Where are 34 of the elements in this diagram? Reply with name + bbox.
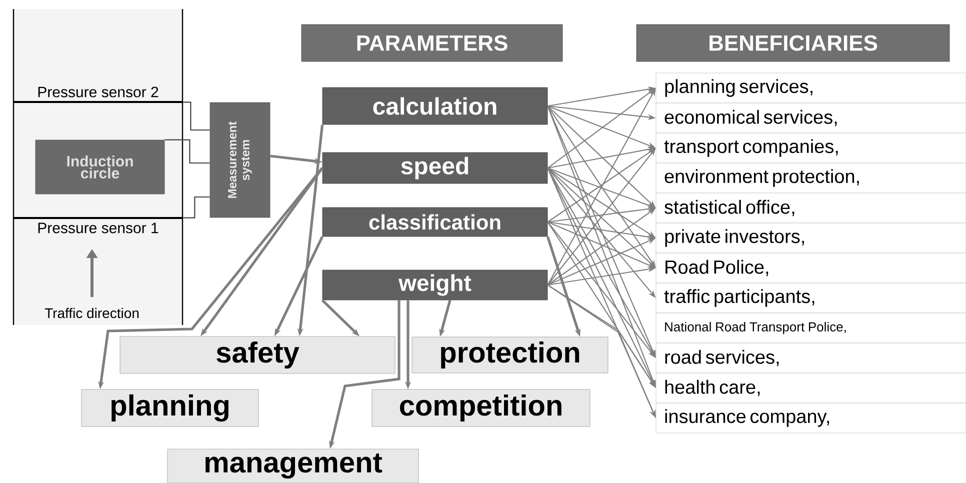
wire [182, 196, 210, 218]
measurement-box: Measurement system [210, 102, 270, 218]
parameter-box: speed [322, 152, 548, 184]
parameter-box: classification [322, 207, 548, 237]
beneficiary-row: road services, [656, 342, 966, 374]
sensor-label: Pressure sensor 2 [38, 86, 158, 98]
beneficiary-row: health care, [656, 372, 966, 404]
outcome-box: protection [412, 336, 608, 374]
outcome-box: planning [81, 389, 259, 427]
outcome-box: management [167, 448, 419, 483]
sensor-label: Pressure sensor 1 [38, 222, 158, 234]
header-box: PARAMETERS [301, 24, 563, 62]
beneficiary-row: Road Police, [656, 252, 966, 284]
induction-loop-box: Induction circle [35, 140, 165, 194]
beneficiary-row: private investors, [656, 222, 966, 254]
parameter-box: calculation [322, 87, 548, 125]
beneficiary-row: traffic participants, [656, 282, 966, 314]
wire [182, 102, 210, 131]
node-label: traffic participants, [664, 289, 814, 307]
node-label: private investors, [665, 229, 804, 247]
direction-label: Traffic direction [44, 308, 139, 318]
beneficiary-row: statistical office, [656, 192, 966, 224]
outcome-box: competition [372, 389, 590, 427]
outcome-box: safety [120, 336, 396, 374]
parameter-box: weight [322, 270, 548, 300]
beneficiary-row: National Road Transport Police, [656, 312, 966, 344]
header-box: BENEFICIARIES [636, 24, 950, 62]
node-label: Road Police, [666, 260, 768, 276]
beneficiary-row: insurance company, [656, 402, 966, 434]
beneficiary-row: economical services, [656, 102, 966, 134]
beneficiary-row: environment protection, [656, 162, 966, 194]
beneficiary-row: transport companies, [656, 132, 966, 164]
beneficiary-row: planning services, [656, 72, 966, 104]
wire [164, 139, 210, 164]
